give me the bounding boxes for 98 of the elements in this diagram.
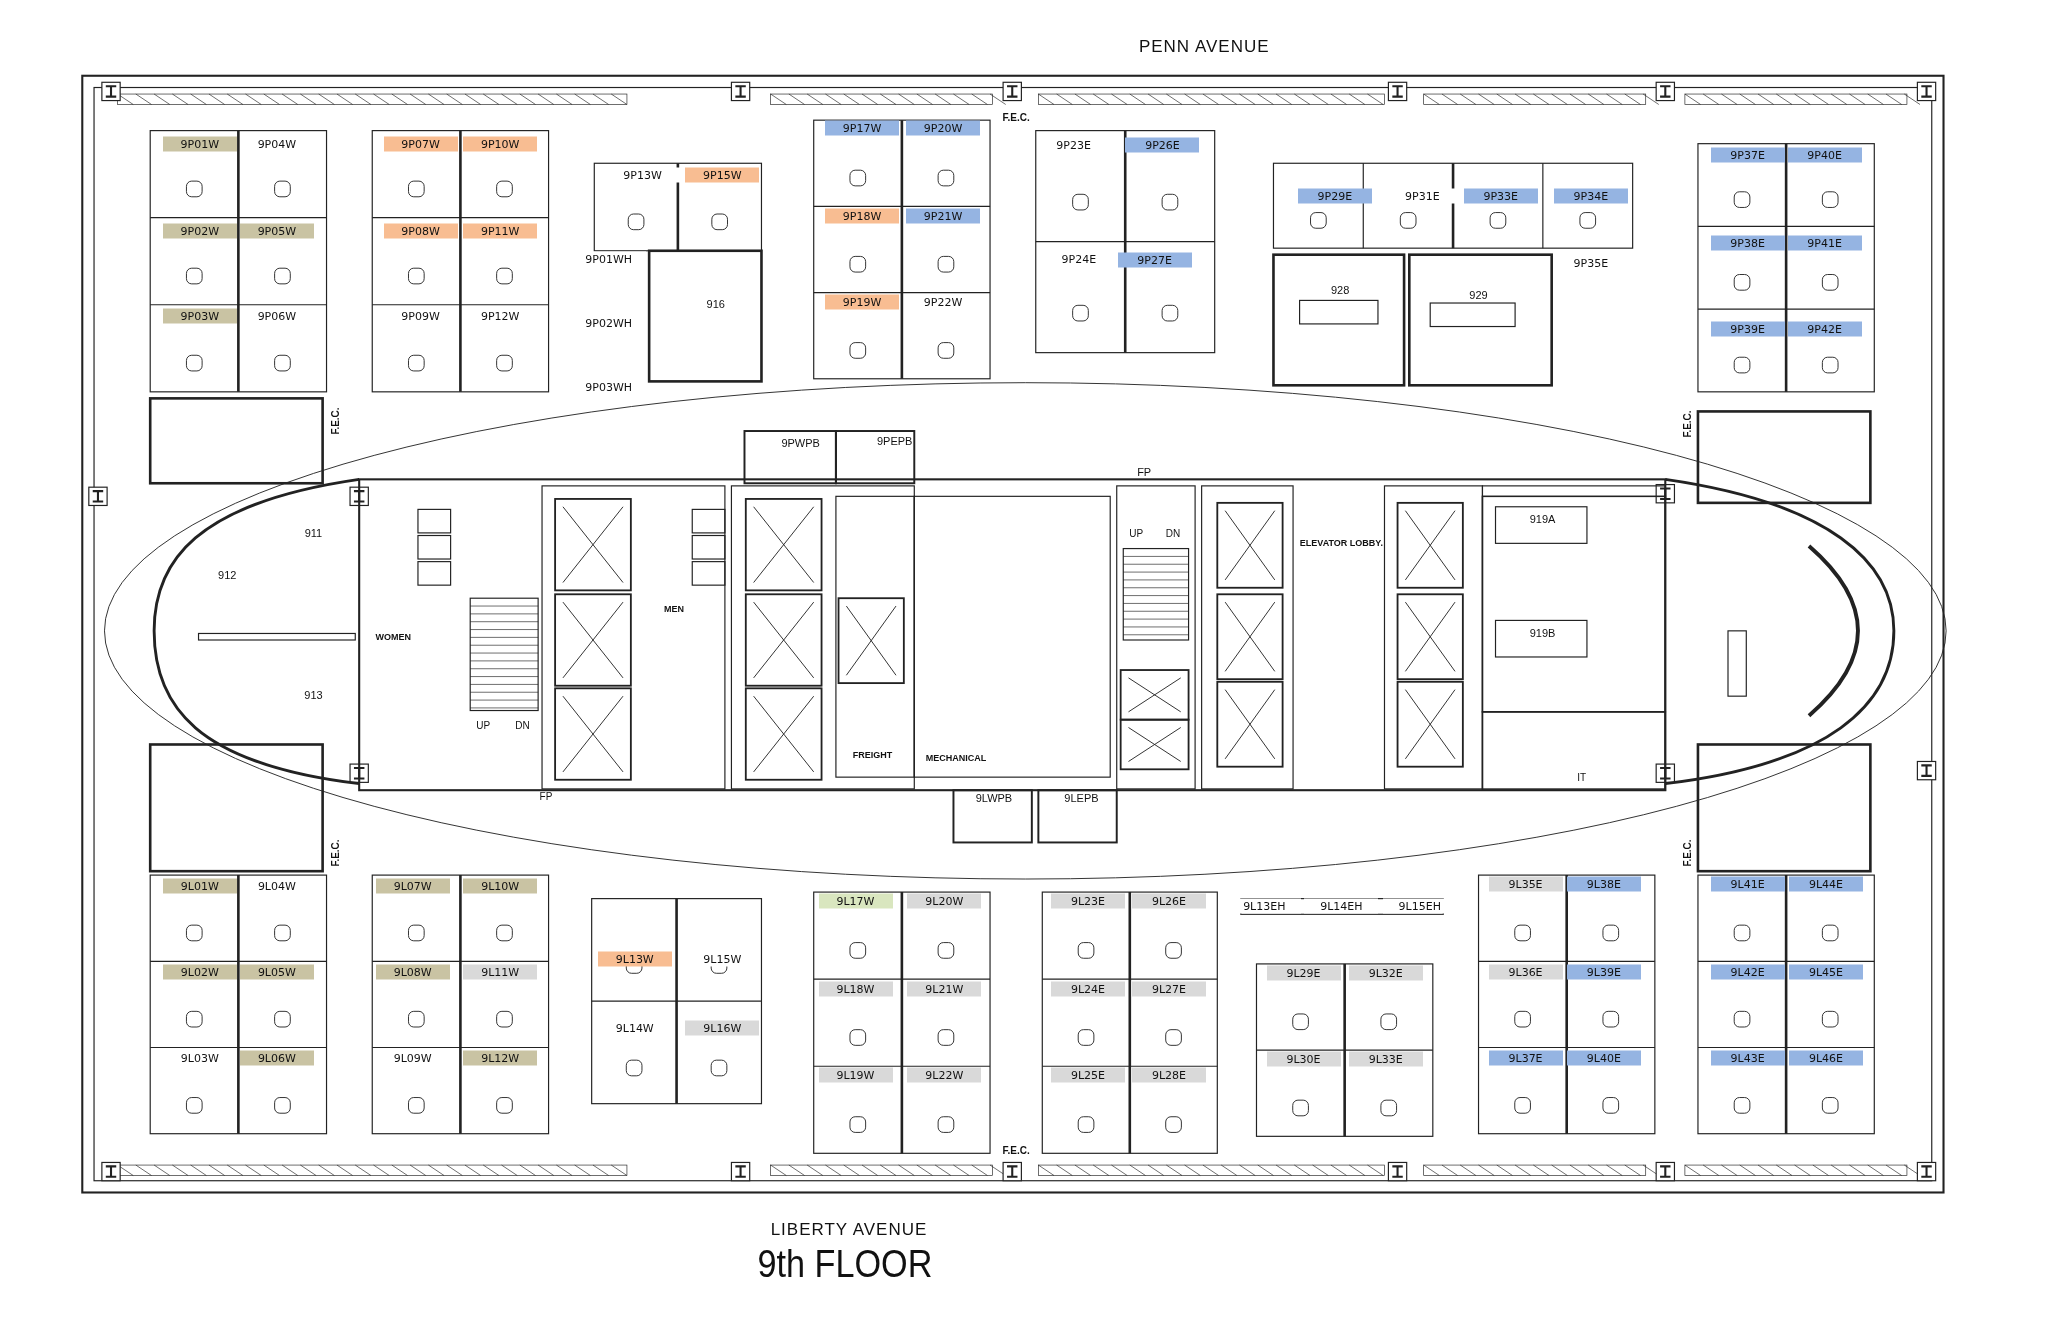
workstation-tag: 9P08W — [383, 223, 458, 239]
workstation-tag: 9P02W — [162, 223, 237, 239]
workstation-tag: 9L06W — [239, 1050, 314, 1066]
workstation-tag: 9P07W — [383, 136, 458, 152]
workstation-tag: 9L13W — [597, 951, 672, 967]
workstation-tag: 9L42E — [1710, 964, 1785, 980]
workstation-tag: 9L07W — [375, 878, 450, 894]
fire-extinguisher-label: F.E.C. — [1002, 1145, 1030, 1156]
workstation-tag: 9P05W — [239, 223, 314, 239]
plan-note: DN — [1165, 529, 1181, 540]
workstation-tag: 9P37E — [1710, 147, 1785, 163]
workstation-tag: 9L12W — [463, 1050, 538, 1066]
workstation-tag: 9P15W — [685, 167, 760, 183]
street-label: LIBERTY AVENUE — [770, 1220, 928, 1238]
workstation-tag: 9L32E — [1348, 965, 1423, 981]
floor-title: 9th FLOOR — [757, 1245, 933, 1284]
room-label: 9PWPB — [781, 437, 820, 449]
workstation-tag: 9L23E — [1051, 893, 1125, 909]
workstation-tag: 9L30E — [1266, 1051, 1341, 1067]
workstation-tag: 9L11W — [463, 964, 538, 980]
plan-note: IT — [1577, 773, 1587, 784]
workstation-tag: 9P38E — [1710, 235, 1785, 251]
workstation-tag: 9P27E — [1117, 252, 1192, 268]
workstation-tag: 9L43E — [1710, 1050, 1785, 1066]
room-label: 913 — [304, 689, 323, 701]
workstation-tag: 9P18W — [825, 208, 900, 223]
room-label: 919A — [1529, 513, 1556, 524]
workstation-tag: 9P01W — [162, 136, 237, 152]
workstation-tag: 9L27E — [1131, 981, 1206, 997]
workstation-tag: 9P17W — [825, 120, 900, 136]
workstation-tag: 9P34E — [1553, 188, 1628, 204]
workstation-tag: 9L26E — [1131, 893, 1206, 909]
room-label: WOMEN — [375, 632, 411, 642]
fire-extinguisher-label: F.E.C. — [1682, 839, 1693, 867]
room-label: 929 — [1469, 289, 1488, 301]
workstation-tag: 9L24E — [1051, 981, 1125, 997]
room-label: 9LEPB — [1064, 792, 1099, 804]
workstation-tag: 9L19W — [818, 1067, 893, 1083]
workstation-tag: 9L05W — [239, 964, 314, 980]
workstation-tag: 9L17W — [818, 893, 893, 909]
workstation-tag: 9P21W — [906, 208, 980, 223]
room-label: 928 — [1330, 284, 1350, 296]
room-label: 916 — [706, 298, 725, 310]
workstation-tag: 9L38E — [1566, 876, 1641, 892]
workstation-tag: 9L25E — [1051, 1067, 1125, 1083]
room-label: 912 — [218, 569, 237, 581]
room-label: 911 — [304, 527, 323, 539]
workstation-tag: 9L39E — [1566, 964, 1641, 980]
fire-extinguisher-label: F.E.C. — [1002, 112, 1030, 123]
plan-note: UP — [1129, 529, 1144, 540]
workstation-tag: 9P10W — [463, 136, 538, 152]
workstation-tag: 9L36E — [1488, 964, 1563, 980]
room-label: 9LWPB — [975, 792, 1013, 804]
workstation-tag: 9P11W — [463, 223, 538, 239]
workstation-tag: 9L10W — [463, 878, 538, 894]
workstation-tag: 9P26E — [1125, 137, 1200, 153]
room-label: MECHANICAL — [925, 753, 987, 763]
workstation-tag: 9P33E — [1463, 188, 1538, 204]
workstation-tag: 9L33E — [1348, 1051, 1423, 1067]
workstation-tag: 9L29E — [1266, 965, 1341, 981]
workstation-tag: 9P19W — [825, 294, 900, 310]
street-label: PENN AVENUE — [1138, 37, 1270, 55]
workstation-tag: 9P29E — [1297, 188, 1372, 204]
fire-extinguisher-label: F.E.C. — [1682, 410, 1693, 439]
workstation-tag: 9P20W — [906, 120, 980, 136]
workstation-tag: 9L01W — [162, 878, 237, 894]
workstation-tag: 9L40E — [1566, 1050, 1641, 1066]
workstation-tag: 9P42E — [1787, 321, 1862, 337]
workstation-tag: 9L41E — [1710, 876, 1785, 892]
workstation-tag: 9P41E — [1787, 235, 1862, 251]
room-label: ELEVATOR LOBBY. — [1299, 538, 1383, 548]
workstation-tag: 9L46E — [1788, 1050, 1863, 1066]
room-label: 9PEPB — [876, 435, 913, 447]
plan-note: UP — [476, 721, 491, 732]
workstation-tag: 9L08W — [375, 964, 450, 980]
fire-extinguisher-label: F.E.C. — [330, 839, 341, 867]
workstation-tag: 9L20W — [907, 893, 982, 909]
workstation-tag: 9L02W — [162, 964, 237, 980]
workstation-tag: 9L45E — [1788, 964, 1863, 980]
plan-note: DN — [515, 721, 530, 732]
workstation-tag: 9L35E — [1488, 876, 1563, 892]
workstation-tag: 9P39E — [1710, 321, 1785, 337]
room-label: MEN — [663, 604, 684, 614]
workstation-tag: 9L18W — [818, 981, 893, 997]
workstation-tag: 9L37E — [1488, 1050, 1563, 1066]
workstation-tag: 9P03W — [162, 308, 237, 324]
workstation-tag: 9P40E — [1787, 147, 1862, 163]
workstation-label: 9L14EH — [1304, 898, 1379, 914]
workstation-tag: 9L16W — [685, 1020, 760, 1036]
plan-note: FP — [539, 791, 553, 802]
workstation-tag: 9L21W — [907, 981, 982, 997]
fire-extinguisher-label: F.E.C. — [330, 406, 341, 435]
room-label: FREIGHT — [852, 750, 893, 760]
room-label: 919B — [1529, 627, 1556, 639]
workstation-tag: 9L44E — [1788, 876, 1863, 892]
workstation-tag: 9L28E — [1131, 1067, 1206, 1083]
workstation-tag: 9L22W — [907, 1067, 982, 1083]
room-label: FP — [1137, 466, 1152, 477]
